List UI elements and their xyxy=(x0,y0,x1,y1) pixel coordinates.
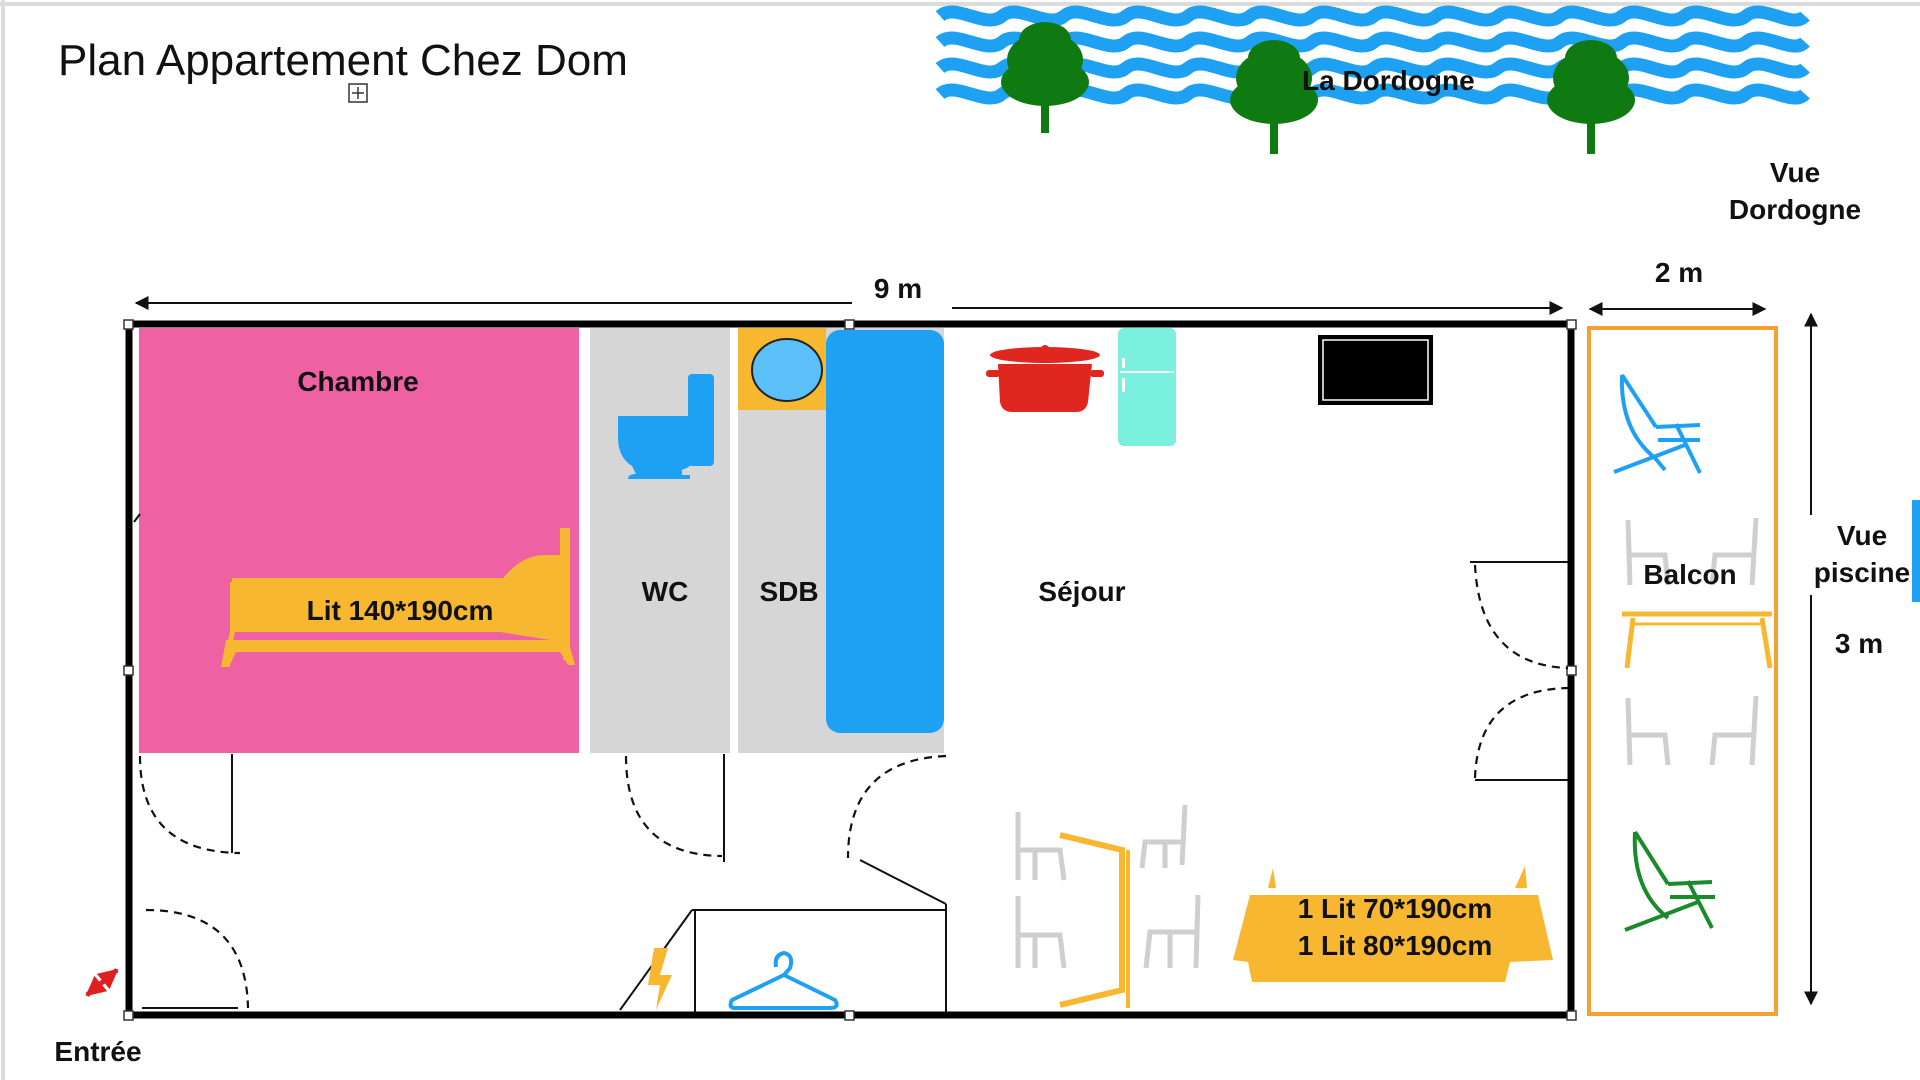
sofa-bed-label-line2: 1 Lit 80*190cm xyxy=(1298,930,1493,961)
sejour-label: Séjour xyxy=(1038,576,1125,607)
title-handle-icon[interactable] xyxy=(348,83,368,103)
interior-partitions xyxy=(142,561,1568,1012)
balcony-chairs-white xyxy=(1625,517,1759,766)
river-label: La Dordogne xyxy=(1302,65,1475,96)
dining-table-icon xyxy=(1059,832,1130,1008)
dimension-3m: Vue piscine 3 m xyxy=(1780,312,1910,1006)
view-piscine-line1: Vue xyxy=(1837,520,1887,551)
dimension-2m: 2 m xyxy=(1588,257,1767,316)
lounge-chair-blue-icon xyxy=(1613,373,1702,474)
river-dordogne: La Dordogne xyxy=(935,5,1810,154)
chambre-door-tick xyxy=(133,513,141,523)
door-swings xyxy=(138,564,1569,1009)
blue-edge-marker xyxy=(1912,500,1920,602)
toilet-icon xyxy=(618,374,714,479)
plan-title: Plan Appartement Chez Dom xyxy=(58,36,628,85)
sofa-bed-icon xyxy=(1233,866,1553,982)
fridge-icon xyxy=(1118,328,1176,446)
view-piscine-line2: piscine xyxy=(1814,557,1910,588)
dimension-3m-label: 3 m xyxy=(1835,628,1883,659)
sofa-bed-label-line1: 1 Lit 70*190cm xyxy=(1298,893,1493,924)
double-bed-icon xyxy=(221,528,575,667)
balcony[interactable] xyxy=(1587,326,1778,1016)
entrance-label: Entrée xyxy=(54,1036,141,1067)
shower-tray-icon xyxy=(826,330,944,733)
dimension-2m-label: 2 m xyxy=(1655,257,1703,288)
wall-handles xyxy=(123,319,1577,1021)
tree-icon xyxy=(1001,22,1089,133)
electric-panel-icon xyxy=(648,948,672,1010)
wc-label: WC xyxy=(642,576,689,607)
room-chambre[interactable] xyxy=(139,328,579,753)
sdb-label: SDB xyxy=(759,576,818,607)
balcony-table-icon xyxy=(1622,611,1773,669)
dimension-9m-label: 9 m xyxy=(874,273,922,304)
entrance-arrow-icon[interactable] xyxy=(85,968,119,997)
tv-icon xyxy=(1318,335,1433,405)
cooking-pot-icon xyxy=(986,345,1104,412)
coat-hanger-icon xyxy=(728,950,839,1010)
view-dordogne-line1: Vue xyxy=(1770,157,1820,188)
dining-chairs xyxy=(1015,804,1201,969)
chambre-label: Chambre xyxy=(297,366,418,397)
view-dordogne-line2: Dordogne xyxy=(1729,194,1861,225)
sink-basin-icon xyxy=(751,338,823,402)
river-wave-band xyxy=(935,5,1810,27)
lounge-chair-green-icon xyxy=(1624,830,1715,932)
tree-icon xyxy=(1230,40,1318,154)
river-wave-band xyxy=(935,31,1810,53)
tree-icon xyxy=(1547,40,1635,154)
double-bed-label: Lit 140*190cm xyxy=(307,595,494,626)
dimension-9m: 9 m xyxy=(134,273,1564,315)
balcony-label: Balcon xyxy=(1643,559,1736,590)
